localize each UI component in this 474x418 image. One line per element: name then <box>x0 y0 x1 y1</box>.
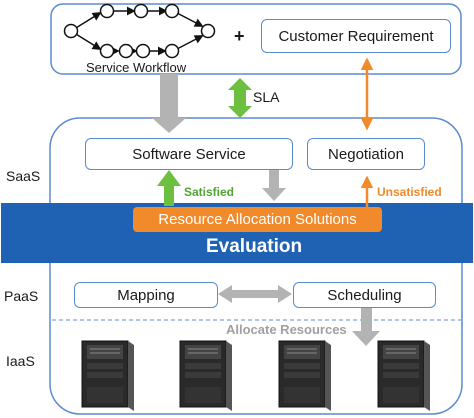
main-panel <box>49 117 463 415</box>
scheduling-label: Scheduling <box>327 286 402 304</box>
mapping-label: Mapping <box>117 286 175 304</box>
workflow-node-icon <box>99 43 115 59</box>
allocate-resources-arrow <box>352 307 380 346</box>
resource-allocation-label: Resource Allocation Solutions <box>158 211 357 228</box>
scheduling-box: Scheduling <box>293 282 436 308</box>
layer-label-iaas: IaaS <box>6 353 35 369</box>
negotiation-box: Negotiation <box>307 138 425 170</box>
layer-label-paas: PaaS <box>4 288 39 304</box>
sla-label: SLA <box>253 89 280 105</box>
satisfied-arrow <box>157 170 181 206</box>
customer-requirement-label: Customer Requirement <box>278 27 434 45</box>
workflow-node-icon <box>200 23 216 39</box>
workflow-to-service-arrow <box>152 74 186 133</box>
server-icon <box>179 340 232 411</box>
resource-allocation-box: Resource Allocation Solutions <box>133 207 382 232</box>
service-to-allocation-arrow <box>262 170 286 201</box>
workflow-node-icon <box>135 43 151 59</box>
sla-arrow <box>228 78 252 118</box>
service-workflow-label: Service Workflow <box>86 60 187 75</box>
server-icon <box>278 340 331 411</box>
workflow-node-icon <box>118 43 134 59</box>
evaluation-label: Evaluation <box>206 236 303 257</box>
plus-sign: + <box>234 26 245 46</box>
negotiation-label: Negotiation <box>328 145 404 163</box>
customer-requirement-box: Customer Requirement <box>261 19 451 53</box>
mapping-box: Mapping <box>74 282 218 308</box>
allocate-resources-label: Allocate Resources <box>226 322 347 337</box>
layer-label-saas: SaaS <box>6 168 41 184</box>
server-icon <box>377 340 430 411</box>
workflow-node-icon <box>164 43 180 59</box>
software-service-box: Software Service <box>85 138 293 170</box>
workflow-node-icon <box>99 3 115 19</box>
unsatisfied-label: Unsatisfied <box>377 185 442 199</box>
workflow-node-icon <box>133 3 149 19</box>
server-icon <box>81 340 134 411</box>
mapping-scheduling-arrow <box>218 285 292 303</box>
workflow-node-icon <box>164 3 180 19</box>
software-service-label: Software Service <box>132 145 246 163</box>
satisfied-label: Satisfied <box>184 185 235 199</box>
workflow-node-icon <box>63 23 79 39</box>
